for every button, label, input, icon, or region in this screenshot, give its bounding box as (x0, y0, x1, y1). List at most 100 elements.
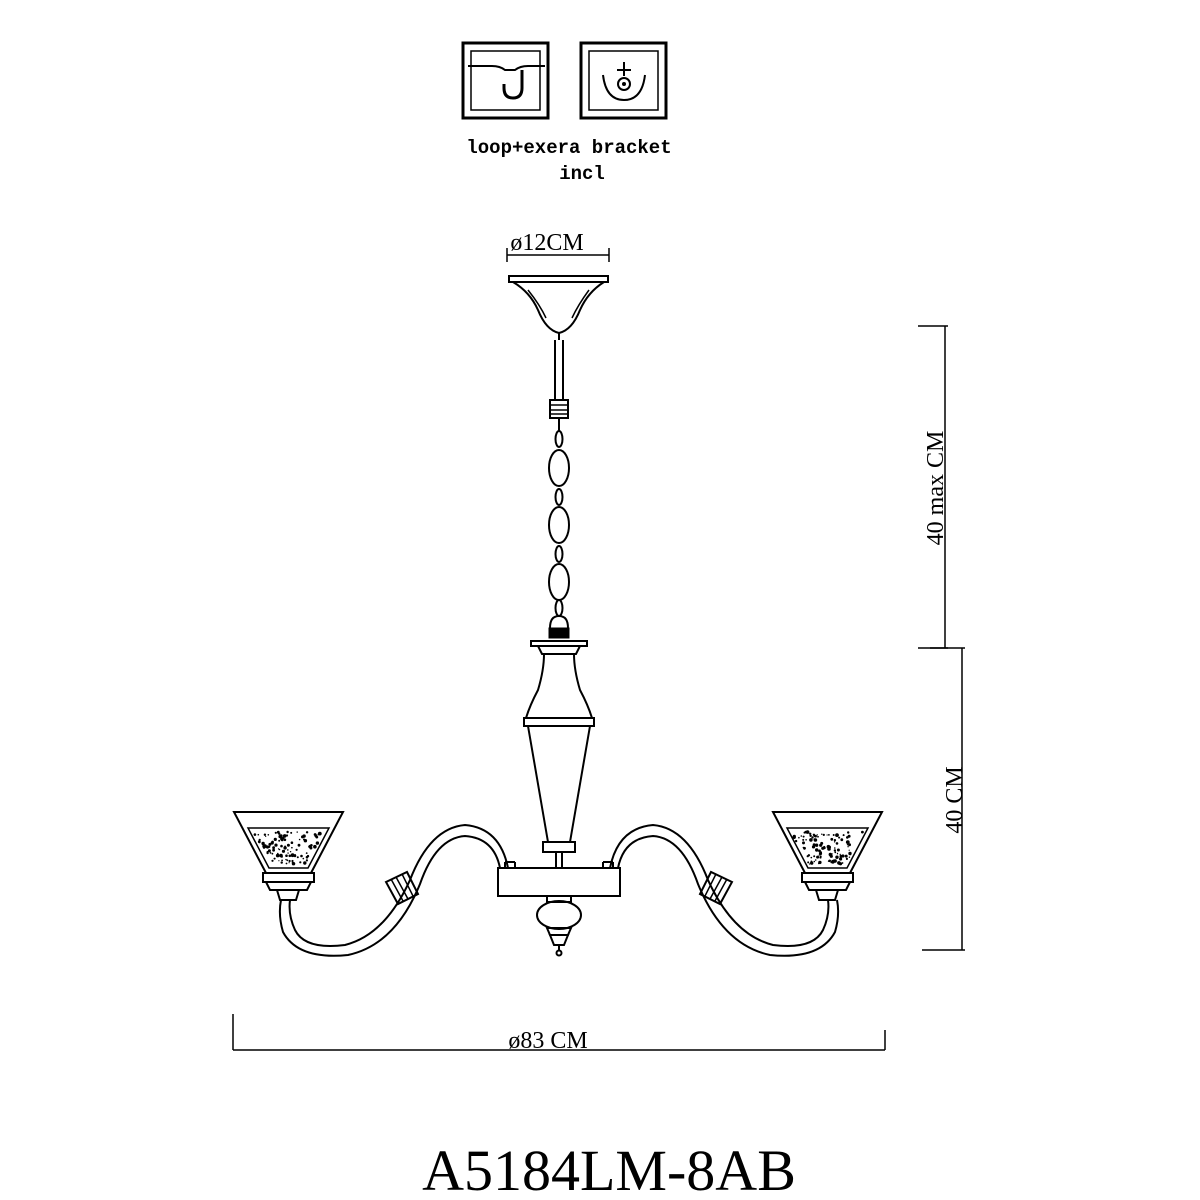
glass-speckle (844, 854, 848, 858)
glass-speckle (271, 840, 274, 844)
mount-note-line1: loop+exera bracket (466, 137, 671, 159)
glass-speckle (297, 843, 301, 847)
glass-speckle (800, 835, 803, 837)
canopy-dimension-line (506, 248, 610, 262)
bottom-finial (536, 895, 582, 957)
glass-speckle (317, 833, 320, 836)
glass-speckle (288, 854, 292, 858)
glass-speckle (836, 852, 839, 854)
glass-speckle (290, 841, 294, 844)
glass-speckle (296, 856, 299, 859)
chain-hook (548, 614, 570, 639)
glass-speckle (295, 848, 298, 851)
glass-speckle (290, 853, 295, 858)
glass-speckle (813, 838, 818, 842)
glass-speckle (798, 836, 800, 839)
glass-speckle (303, 838, 305, 841)
glass-speckle (267, 834, 270, 836)
glass-speckle (802, 838, 805, 841)
glass-speckle (842, 834, 845, 837)
body-height-dimension-line (922, 647, 965, 951)
glass-speckle (273, 857, 276, 860)
glass-speckle (813, 834, 816, 837)
glass-speckle (836, 848, 840, 852)
glass-speckle (257, 833, 260, 836)
glass-speckle (837, 861, 841, 865)
glass-speckle (849, 854, 851, 856)
glass-speckle (310, 844, 313, 847)
glass-speckle (834, 851, 837, 854)
glass-speckle (287, 852, 289, 854)
glass-speckle (262, 844, 267, 848)
glass-speckle (253, 833, 257, 836)
glass-speckle (305, 831, 309, 834)
glass-speckle (302, 834, 306, 838)
glass-speckle (830, 837, 834, 841)
glass-speckle (848, 843, 851, 847)
glass-speckle (278, 860, 280, 862)
glass-speckle (841, 862, 844, 864)
glass-speckle (315, 835, 319, 839)
glass-speckle (258, 838, 261, 841)
glass-speckle (828, 852, 832, 857)
glass-speckle (802, 841, 805, 845)
glass-speckle (835, 833, 839, 837)
glass-speckle (816, 855, 820, 859)
glass-speckle (834, 847, 836, 849)
glass-speckle (279, 853, 283, 858)
glass-speckle (828, 859, 831, 863)
glass-speckle (303, 861, 307, 865)
glass-speckle (274, 843, 278, 847)
glass-speckle (302, 857, 305, 860)
glass-speckle (807, 861, 810, 864)
glass-speckle (831, 859, 835, 864)
glass-speckle (289, 851, 292, 853)
glass-speckle (275, 853, 280, 858)
glass-speckle (812, 843, 816, 847)
glass-speckle (272, 848, 275, 852)
mount-note-line2: incl (559, 163, 605, 185)
right-shade (771, 811, 884, 901)
glass-speckle (811, 845, 816, 849)
model-code: A5184LM-8AB (422, 1138, 796, 1200)
glass-speckle (839, 853, 841, 856)
glass-speckle (831, 853, 833, 855)
glass-speckle (847, 834, 851, 838)
glass-speckle (810, 861, 814, 865)
left-shade-glass-texture (253, 830, 322, 866)
glass-speckle (792, 834, 796, 838)
glass-speckle (272, 846, 275, 850)
glass-speckle (818, 851, 823, 856)
glass-speckle (839, 857, 843, 861)
glass-speckle (285, 862, 288, 865)
glass-speckle (838, 836, 841, 839)
glass-speckle (811, 836, 814, 839)
glass-speckle (845, 840, 850, 844)
glass-speckle (291, 846, 293, 849)
arm-hub (497, 861, 621, 897)
glass-speckle (809, 834, 812, 837)
glass-speckle (269, 852, 272, 854)
glass-speckle (258, 841, 261, 844)
glass-speckle (828, 834, 830, 836)
glass-speckle (313, 844, 317, 849)
glass-speckle (280, 838, 282, 840)
glass-speckle (822, 833, 825, 837)
glass-speckle (288, 862, 290, 864)
right-arm (609, 823, 840, 957)
glass-speckle (267, 849, 271, 853)
down-rod (549, 340, 569, 432)
glass-speckle (281, 859, 283, 862)
glass-speckle (813, 860, 816, 863)
glass-speckle (291, 861, 294, 864)
glass-speckle (810, 856, 813, 859)
glass-speckle (296, 831, 298, 833)
right-shade-glass-texture (792, 830, 864, 866)
glass-speckle (283, 838, 287, 842)
glass-speckle (808, 863, 811, 865)
glass-speckle (271, 859, 274, 862)
glass-speckle (271, 852, 274, 855)
glass-speckle (833, 841, 836, 843)
glass-speckle (847, 831, 850, 834)
central-column (523, 640, 595, 868)
